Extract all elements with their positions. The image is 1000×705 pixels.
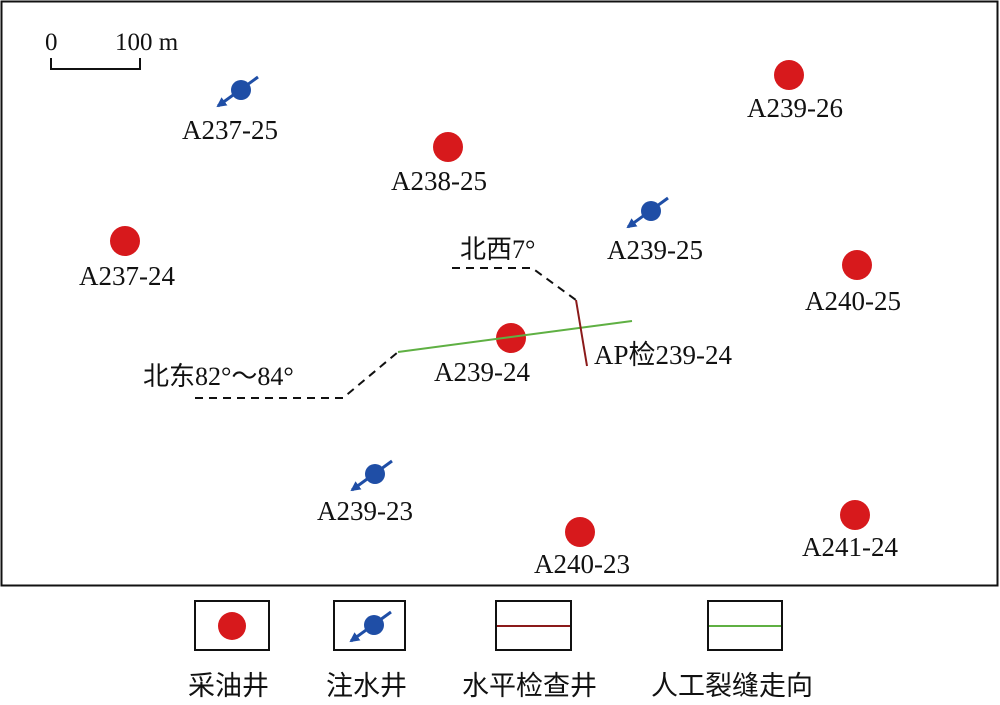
northwest-angle-label: 北西7°: [460, 235, 535, 264]
map-frame: [0, 0, 999, 587]
scale-end-label: 100 m: [115, 29, 179, 56]
injection-well-a237-25: [216, 75, 259, 108]
production-well-a241-24: [840, 500, 870, 530]
scale-start-label: 0: [45, 29, 58, 56]
production-well-a239-26: [774, 60, 804, 90]
injection-well-symbol: [349, 610, 392, 643]
production-well-a240-25: [842, 250, 872, 280]
well-label-a237-24: A237-24: [79, 261, 175, 291]
legend-item-horizontal-check-well: 水平检查井: [462, 600, 597, 701]
well-label-a240-25: A240-25: [805, 286, 901, 316]
well-label-a238-25: A238-25: [391, 166, 487, 196]
horizontal-well-label: AP检239-24: [594, 340, 733, 370]
production-well-symbol: [218, 612, 246, 640]
well-label-a240-23: A240-23: [534, 549, 630, 579]
northeast-annotation-leader: [195, 351, 399, 399]
legend: 采油井 注水井 水平检查井 人工裂缝走向: [188, 600, 813, 701]
production-well-a238-25: [433, 132, 463, 162]
scale-bar: 0 100 m: [45, 29, 179, 70]
injection-well-a239-25: [626, 196, 669, 229]
production-well-a237-24: [110, 226, 140, 256]
legend-item-fracture-strike: 人工裂缝走向: [651, 600, 813, 701]
northeast-angle-label: 北东82°～84°: [143, 362, 294, 391]
well-label-a241-24: A241-24: [802, 532, 898, 562]
legend-label-injection-well: 注水井: [326, 671, 407, 701]
legend-label-production-well: 采油井: [188, 671, 269, 701]
artificial-fracture-strike-line: [397, 320, 633, 353]
legend-item-injection-well: 注水井: [326, 600, 407, 701]
injection-well-a239-23: [350, 459, 393, 492]
well-label-a239-24: A239-24: [434, 357, 530, 387]
legend-label-fracture-strike: 人工裂缝走向: [651, 671, 813, 701]
well-label-a239-25: A239-25: [607, 235, 703, 265]
well-label-a239-23: A239-23: [317, 496, 413, 526]
northwest-annotation-leader: [452, 267, 577, 301]
horizontal-check-well-trace: [575, 299, 588, 367]
legend-item-production-well: 采油井: [188, 600, 270, 701]
legend-label-horizontal-check-well: 水平检查井: [462, 671, 597, 701]
production-well-a240-23: [565, 517, 595, 547]
well-label-a237-25: A237-25: [182, 115, 278, 145]
well-label-a239-26: A239-26: [747, 93, 843, 123]
